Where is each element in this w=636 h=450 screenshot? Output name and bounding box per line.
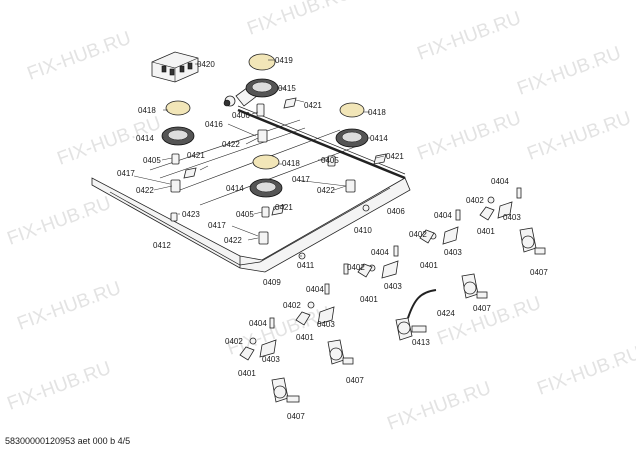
valve-d [327,339,354,365]
label-0418: 0418 [368,108,386,117]
label-0414: 0414 [370,134,388,143]
label-0407: 0407 [287,412,305,421]
label-0404: 0404 [249,319,267,328]
label-0401: 0401 [296,333,314,342]
label-0410: 0410 [354,226,372,235]
ignition-module [151,51,199,83]
watermark: FIX-HUB.RU [385,378,494,435]
valve-c [395,289,437,341]
label-0405: 0405 [321,156,339,165]
label-0402: 0402 [225,337,243,346]
label-0413: 0413 [412,338,430,347]
label-0402: 0402 [347,263,365,272]
label-0407: 0407 [473,304,491,313]
label-0421: 0421 [275,203,293,212]
label-0418: 0418 [138,106,156,115]
label-0405: 0405 [236,210,254,219]
label-0401: 0401 [360,295,378,304]
label-0423: 0423 [182,210,200,219]
label-0421: 0421 [304,101,322,110]
valve-group [239,187,546,403]
label-0409: 0409 [263,278,281,287]
label-0419: 0419 [275,56,293,65]
watermark: FIX-HUB.RU [515,43,624,100]
watermark: FIX-HUB.RU [225,303,334,360]
label-0403: 0403 [262,355,280,364]
label-0401: 0401 [420,261,438,270]
burner-center [249,154,283,198]
watermark: FIX-HUB.RU [245,0,354,40]
watermark: FIX-HUB.RU [535,343,636,400]
valve-e [271,377,300,403]
label-0415: 0415 [278,84,296,93]
label-0417: 0417 [292,175,310,184]
label-0404: 0404 [434,211,452,220]
label-0401: 0401 [238,369,256,378]
label-0420: 0420 [197,60,215,69]
label-0421: 0421 [386,152,404,161]
label-0411: 0411 [297,261,315,270]
label-0417: 0417 [117,169,135,178]
label-0407: 0407 [530,268,548,277]
part-labels: 0420 0419 0415 0421 0418 0418 0406 0416 … [117,56,548,421]
valve-a [519,227,546,255]
label-0422: 0422 [136,186,154,195]
watermark: FIX-HUB.RU [525,108,634,165]
label-0421: 0421 [187,151,205,160]
label-0414: 0414 [136,134,154,143]
valve-b [461,273,488,299]
burner-rear-right [335,102,369,148]
watermark-layer: FIX-HUB.RU FIX-HUB.RU FIX-HUB.RU FIX-HUB… [5,0,636,435]
footer-document-code: 58300000120953 aet 000 b 4/5 [5,436,130,446]
label-0402: 0402 [466,196,484,205]
label-0404: 0404 [371,248,389,257]
label-0404: 0404 [491,177,509,186]
watermark: FIX-HUB.RU [5,193,114,250]
label-0416: 0416 [205,120,223,129]
label-0418: 0418 [282,159,300,168]
label-0424: 0424 [437,309,455,318]
label-0414: 0414 [226,184,244,193]
label-0422: 0422 [224,236,242,245]
label-0403: 0403 [384,282,402,291]
label-0405: 0405 [143,156,161,165]
label-0401: 0401 [477,227,495,236]
label-0402: 0402 [283,301,301,310]
watermark: FIX-HUB.RU [415,8,524,65]
watermark: FIX-HUB.RU [415,108,524,165]
label-0412: 0412 [153,241,171,250]
watermark: FIX-HUB.RU [435,293,544,350]
burner-rear-center [245,53,279,98]
watermark: FIX-HUB.RU [5,358,114,415]
label-0422: 0422 [222,140,240,149]
label-0404: 0404 [306,285,324,294]
burner-rear-left [161,100,195,146]
injector-holders [170,103,356,245]
label-0417: 0417 [208,221,226,230]
clips [183,97,387,260]
watermark: FIX-HUB.RU [25,28,134,85]
label-0406: 0406 [387,207,405,216]
label-0403: 0403 [317,320,335,329]
label-0403: 0403 [503,213,521,222]
label-0422: 0422 [317,186,335,195]
label-0407: 0407 [346,376,364,385]
label-0406: 0406 [232,111,250,120]
label-0403: 0403 [444,248,462,257]
watermark: FIX-HUB.RU [15,278,124,335]
label-0402: 0402 [409,230,427,239]
leader-lines [133,59,385,257]
